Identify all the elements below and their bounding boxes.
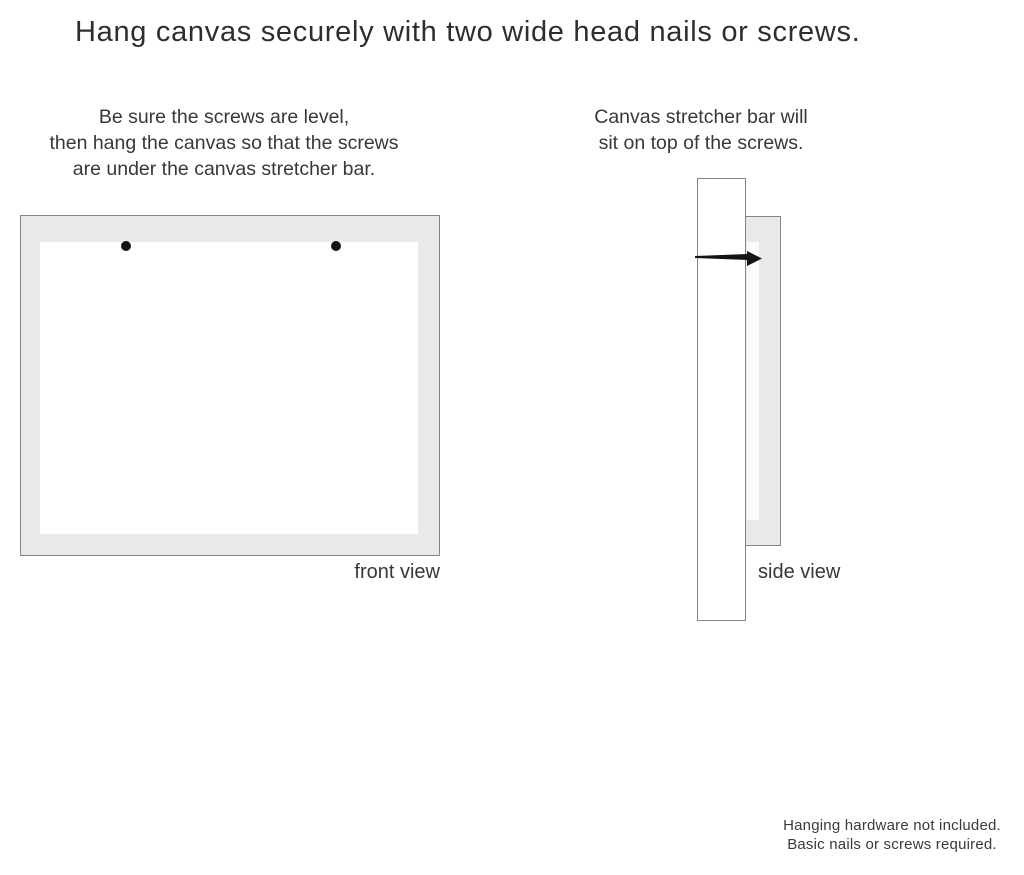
side-view-canvas bbox=[745, 216, 781, 546]
instruction-line: Be sure the screws are level, bbox=[98, 106, 350, 128]
hardware-footnote: Hanging hardware not included. Basic nai… bbox=[758, 817, 1024, 854]
side-view-label: side view bbox=[758, 561, 841, 583]
side-view-stretcher-bar bbox=[697, 178, 746, 621]
instruction-line: are under the canvas stretcher bar. bbox=[72, 158, 376, 180]
instruction-line: then hang the canvas so that the screws bbox=[49, 132, 399, 154]
nail-head-dot-right-icon bbox=[331, 241, 341, 251]
instruction-line: sit on top of the screws. bbox=[598, 132, 804, 154]
side-view-instructions: Canvas stretcher bar will sit on top of … bbox=[551, 104, 851, 156]
front-view-label: front view bbox=[354, 561, 440, 583]
canvas-front-face bbox=[40, 242, 418, 534]
front-view-diagram bbox=[20, 215, 440, 556]
footnote-line: Hanging hardware not included. bbox=[783, 817, 1001, 834]
side-view-canvas-face bbox=[747, 242, 759, 520]
front-view-instructions: Be sure the screws are level, then hang … bbox=[28, 104, 420, 182]
instruction-line: Canvas stretcher bar will bbox=[594, 106, 808, 128]
page-title: Hang canvas securely with two wide head … bbox=[75, 16, 861, 48]
footnote-line: Basic nails or screws required. bbox=[787, 835, 997, 853]
nail-icon bbox=[695, 251, 762, 266]
nail-head-dot-left-icon bbox=[121, 241, 131, 251]
